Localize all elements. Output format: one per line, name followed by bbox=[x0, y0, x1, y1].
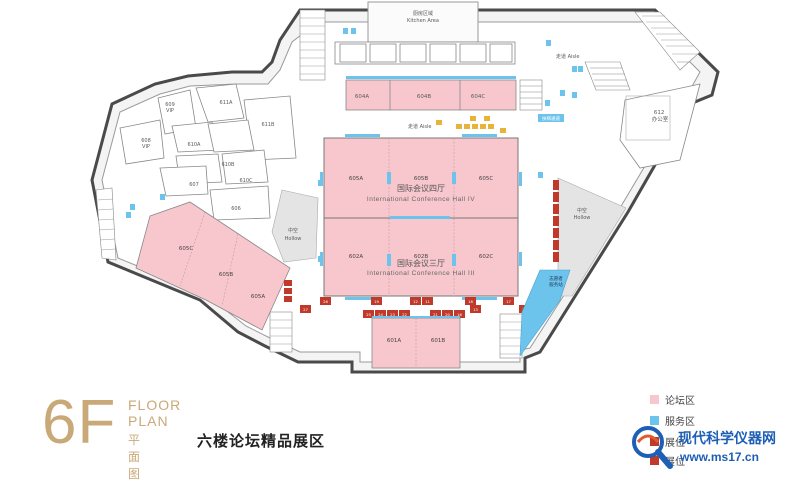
booth-column-left bbox=[284, 280, 292, 302]
site-watermark: 现代科学仪器网 www.ms17.cn bbox=[628, 420, 800, 474]
booth-27: 27 bbox=[303, 307, 308, 312]
hollow-left-en: Hollow bbox=[285, 236, 302, 242]
hall-4-en: International Conference Hall IV bbox=[367, 196, 475, 203]
stair-bottom-left bbox=[269, 311, 293, 353]
room-605c-hall: 605C bbox=[479, 176, 493, 182]
booth-20: 20 bbox=[445, 312, 450, 317]
legend-service: 服务区 bbox=[650, 410, 695, 431]
room-610c: 610C bbox=[239, 178, 253, 184]
map-legend: 论坛区 服务区 展位 展位 bbox=[650, 389, 695, 468]
escalator-box bbox=[538, 114, 564, 122]
aisle-top-label: 走道 Aisle bbox=[556, 53, 580, 60]
room-605a: 605A bbox=[349, 176, 363, 182]
room-612-num: 612 bbox=[654, 110, 665, 116]
room-602a: 602A bbox=[349, 254, 363, 260]
room-601a: 601A bbox=[387, 338, 401, 344]
booth-18: 18 bbox=[468, 299, 473, 304]
legend-forum-swatch bbox=[650, 395, 659, 404]
hall-3-cn: 国际会议三厅 bbox=[397, 258, 445, 268]
booth-23: 23 bbox=[390, 312, 395, 317]
room-601-block bbox=[371, 316, 461, 369]
room-610b: 610B bbox=[222, 162, 236, 168]
booth-16: 16 bbox=[457, 312, 462, 317]
room-612 bbox=[619, 83, 701, 169]
volunteer-station bbox=[519, 269, 571, 358]
room-607: 607 bbox=[189, 182, 199, 188]
legend-forum-label: 论坛区 bbox=[665, 396, 695, 407]
restroom-row-top bbox=[334, 41, 516, 65]
room-606: 606 bbox=[231, 206, 241, 212]
legend-service-swatch bbox=[650, 416, 659, 425]
watermark-title: 现代科学仪器网 bbox=[678, 431, 776, 447]
booth-24: 24 bbox=[378, 312, 383, 317]
legend-booth-a-swatch bbox=[650, 437, 659, 446]
kitchen-label-cn: 厨房区域 bbox=[413, 10, 433, 17]
booth-13: 13 bbox=[473, 307, 478, 312]
room-605b: 605B bbox=[219, 272, 233, 278]
hall-4-cn: 国际会议四厅 bbox=[397, 183, 445, 193]
room-605a: 605A bbox=[251, 294, 265, 300]
info-icons bbox=[436, 116, 506, 133]
floor-number: 6F bbox=[42, 388, 117, 457]
room-604a: 604A bbox=[355, 94, 369, 100]
stair-top-left bbox=[299, 9, 326, 81]
room-611b: 611B bbox=[262, 122, 276, 128]
legend-booth-a: 展位 bbox=[650, 431, 695, 452]
conference-halls bbox=[320, 134, 522, 300]
room-601b: 601B bbox=[431, 338, 445, 344]
stair-bottom-right bbox=[499, 313, 523, 359]
room-612-label: 612 办公室 bbox=[652, 110, 669, 123]
legend-booth-b-label: 展位 bbox=[665, 456, 685, 468]
hollow-left-cn: 中空 bbox=[288, 227, 298, 234]
forum-zone-left bbox=[135, 201, 291, 331]
room-605b: 605B bbox=[414, 176, 428, 182]
booth-12: 12 bbox=[413, 299, 418, 304]
aisle-mid-label: 走道 Aisle bbox=[408, 123, 432, 130]
stair-left bbox=[95, 187, 117, 261]
booth-17: 17 bbox=[506, 299, 511, 304]
legend-booth-b-swatch bbox=[650, 455, 659, 465]
booth-25: 25 bbox=[366, 312, 371, 317]
floor-plan-cn: 平面图 bbox=[128, 433, 141, 481]
stair-top-right bbox=[634, 11, 701, 71]
escalator-right bbox=[519, 61, 631, 111]
room-605c: 605C bbox=[179, 246, 193, 252]
room-602b: 602B bbox=[414, 254, 428, 260]
magnifier-logo-icon bbox=[632, 426, 673, 469]
kitchen-label-en: Kitchen Area bbox=[407, 18, 439, 24]
legend-service-label: 服务区 bbox=[665, 417, 695, 428]
room-604b: 604B bbox=[417, 94, 431, 100]
legend-booth-a-label: 展位 bbox=[665, 438, 685, 449]
page-subtitle: 六楼论坛精品展区 bbox=[197, 432, 326, 450]
room-611a: 611A bbox=[220, 100, 234, 106]
legend-forum: 论坛区 bbox=[650, 389, 695, 410]
hollow-right-en: Hollow bbox=[574, 215, 591, 221]
room-610a: 610A bbox=[188, 142, 202, 148]
booth-column-right bbox=[553, 180, 559, 262]
hollow-right-cn: 中空 bbox=[577, 207, 587, 214]
escalator-label: 扶梯通道 bbox=[542, 115, 560, 122]
hall-3-en: International Conference Hall III bbox=[367, 270, 475, 277]
hollow-left bbox=[271, 189, 319, 263]
left-rooms bbox=[119, 83, 297, 221]
booth-19: 19 bbox=[374, 299, 379, 304]
legend-booth-b: 展位 bbox=[650, 452, 695, 468]
booth-22: 22 bbox=[402, 312, 407, 317]
watermark-url: www.ms17.cn bbox=[680, 450, 759, 464]
volunteer-station-label: 志愿者服务站 bbox=[549, 275, 563, 288]
room-604-row bbox=[345, 76, 517, 111]
room-604c: 604C bbox=[471, 94, 485, 100]
booth-21: 21 bbox=[433, 312, 438, 317]
kitchen-area bbox=[367, 1, 479, 43]
room-612-name: 办公室 bbox=[652, 115, 669, 123]
booth-26: 26 bbox=[323, 299, 328, 304]
room-602c: 602C bbox=[479, 254, 493, 260]
booth-11: 11 bbox=[425, 299, 430, 304]
